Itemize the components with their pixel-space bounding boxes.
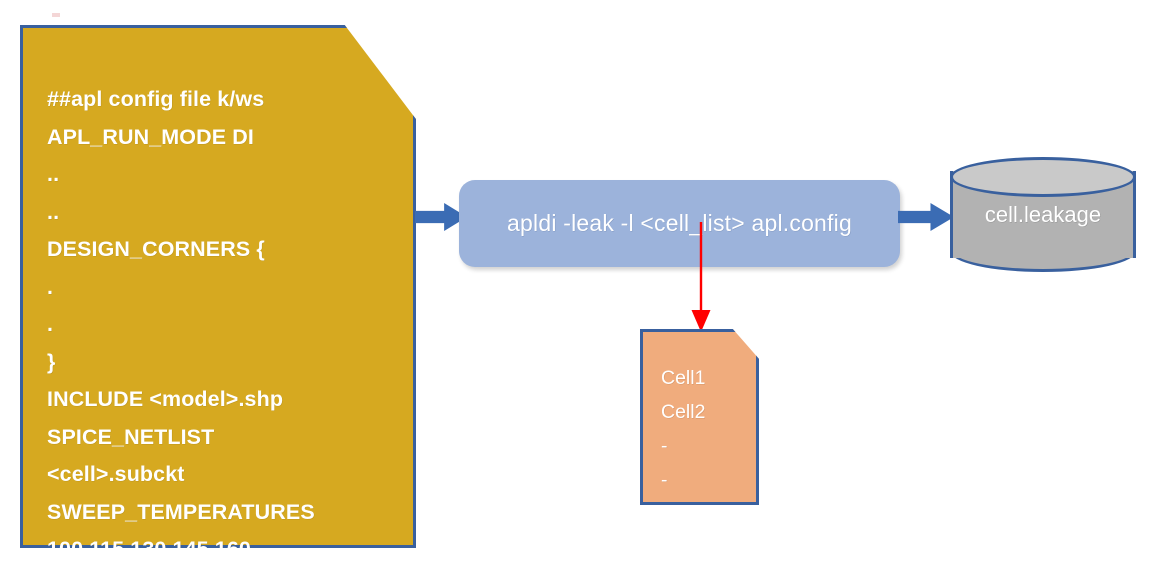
config-line: .: [47, 274, 54, 299]
cell-list-line: -: [661, 469, 668, 491]
config-line: INCLUDE <model>.shp: [47, 387, 284, 411]
cylinder-top-ellipse: [950, 157, 1136, 197]
config-line: DESIGN_CORNERS {: [47, 237, 265, 261]
config-line: ..: [47, 162, 60, 186]
command-box: apldi -leak -l <cell_list> apl.config: [459, 180, 900, 267]
output-database-cylinder: cell.leakage: [950, 157, 1136, 272]
command-text: apldi -leak -l <cell_list> apl.config: [507, 210, 852, 236]
config-line: SPICE_NETLIST: [47, 424, 215, 449]
config-line: }: [47, 349, 56, 374]
database-label: cell.leakage: [984, 201, 1102, 227]
config-line: 100 115 130 145 160: [47, 537, 251, 561]
config-line: ##apl config file k/ws: [47, 87, 265, 111]
apl-config-text-block: ##apl config file k/ws APL_RUN_MODE DI .…: [47, 81, 403, 561]
cell-list-line: -: [661, 435, 668, 457]
stray-mark-artifact: [52, 13, 60, 17]
config-line: .: [47, 312, 54, 336]
config-line: <cell>.subckt: [47, 462, 185, 486]
cell-list-document: Cell1 Cell2 - -: [640, 329, 759, 505]
red-arrow-down-icon: [688, 222, 714, 332]
cell-list-line: Cell2: [661, 401, 706, 423]
config-line: ..: [47, 199, 60, 224]
arrow-command-to-database-icon: [898, 203, 954, 231]
apl-config-document: ##apl config file k/ws APL_RUN_MODE DI .…: [20, 25, 416, 548]
cell-list-text-block: Cell1 Cell2 - -: [661, 361, 750, 497]
cell-list-line: Cell1: [661, 367, 706, 389]
config-line: APL_RUN_MODE DI: [47, 124, 254, 149]
config-line: SWEEP_TEMPERATURES: [47, 499, 315, 524]
